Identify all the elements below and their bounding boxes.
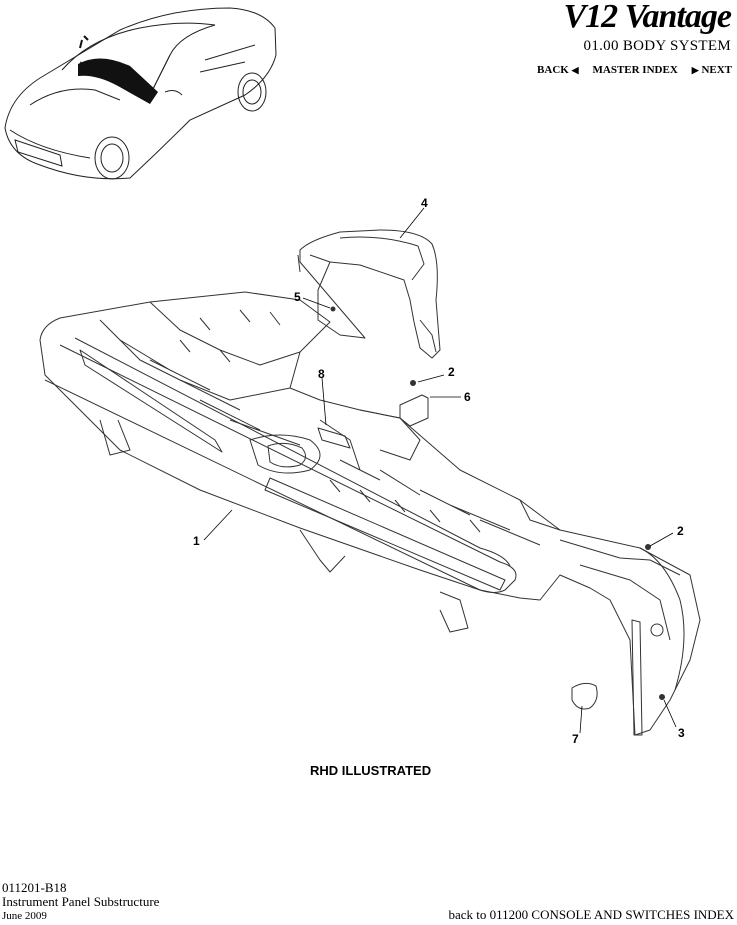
fastener-2-lower: [645, 544, 651, 550]
back-label: BACK: [537, 64, 569, 76]
back-button[interactable]: BACK ◀: [537, 64, 578, 76]
callout-7: 7: [572, 732, 579, 746]
page-date: June 2009: [2, 910, 47, 922]
next-button[interactable]: ▶ NEXT: [692, 64, 732, 76]
callout-8: 8: [318, 367, 325, 381]
part-7-cap: [571, 682, 598, 710]
callout-6: 6: [464, 390, 471, 404]
back-arrow-icon: ◀: [571, 65, 579, 75]
callout-2-upper: 2: [448, 365, 455, 379]
next-arrow-icon: ▶: [691, 65, 699, 75]
nav-bar: BACK ◀ MASTER INDEX ▶ NEXT: [537, 64, 732, 76]
back-to-index-link[interactable]: back to 011200 CONSOLE AND SWITCHES INDE…: [448, 907, 735, 922]
part-8-strip: [317, 427, 351, 449]
page-title: Instrument Panel Substructure: [2, 894, 160, 909]
master-index-link[interactable]: MASTER INDEX: [592, 64, 678, 76]
fastener-3: [659, 694, 665, 700]
diagram-caption: RHD ILLUSTRATED: [310, 763, 432, 778]
callout-4: 4: [421, 196, 428, 210]
part-6-bracket: [399, 394, 429, 427]
callout-3: 3: [678, 726, 685, 740]
fastener-2-upper: [410, 380, 416, 386]
fastener-5: [330, 306, 336, 312]
callout-2-lower: 2: [677, 524, 684, 538]
next-label: NEXT: [701, 64, 732, 76]
callout-1: 1: [193, 534, 200, 548]
page-code: 011201-B18: [2, 880, 67, 895]
part-4-cluster-surround: [299, 229, 441, 359]
brand-logo: V12 Vantage: [563, 0, 732, 35]
callout-5: 5: [294, 290, 301, 304]
section-title: 01.00 BODY SYSTEM: [583, 38, 731, 54]
